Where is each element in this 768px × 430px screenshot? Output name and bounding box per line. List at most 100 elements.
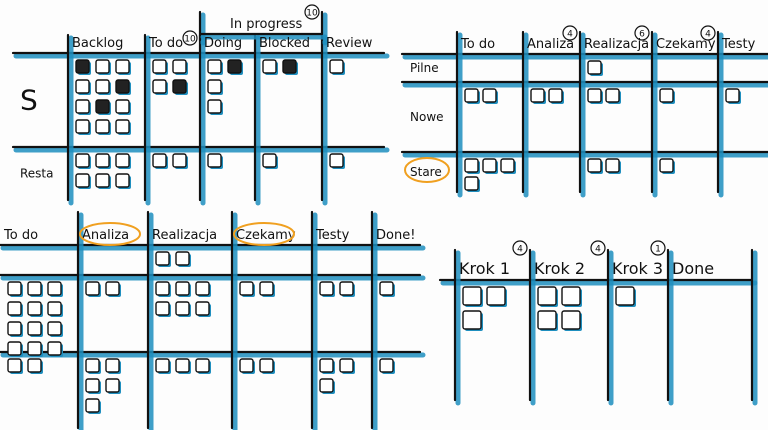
- task-card-body: [155, 358, 170, 373]
- task-card-body: [85, 358, 100, 373]
- task-card: [464, 176, 480, 192]
- row-label: Resta: [20, 167, 54, 181]
- task-card-body: [27, 341, 42, 356]
- task-card: [262, 59, 278, 75]
- task-card: [482, 88, 498, 104]
- wip-limit-badge: 4: [705, 30, 711, 40]
- task-card-body: [115, 59, 130, 74]
- task-card: [85, 358, 101, 374]
- task-card: [207, 59, 223, 75]
- task-card-body: [537, 310, 557, 330]
- wip-limit-badge: 4: [517, 245, 523, 255]
- column-header: To do: [3, 228, 38, 243]
- task-card: [172, 59, 188, 75]
- task-card-body: [659, 158, 674, 173]
- task-card-body: [537, 286, 557, 306]
- column-header: Done!: [376, 228, 415, 243]
- task-card: [155, 301, 171, 317]
- task-card-body: [482, 88, 497, 103]
- task-card: [486, 286, 507, 307]
- task-card: [95, 59, 111, 75]
- task-card-body: [85, 378, 100, 393]
- task-card-body: [530, 88, 545, 103]
- task-card: [152, 153, 168, 169]
- wip-limit-circle: [512, 240, 528, 256]
- task-card: [85, 398, 101, 414]
- task-card: [207, 99, 223, 115]
- task-card-body: [152, 79, 167, 94]
- task-card: [175, 301, 191, 317]
- task-card: [319, 358, 335, 374]
- task-card: [155, 358, 171, 374]
- task-card: [75, 119, 91, 135]
- task-card-body: [155, 281, 170, 296]
- highlight-circle: [233, 222, 295, 246]
- task-card-body: [27, 281, 42, 296]
- wip-limit-circle: [650, 240, 666, 256]
- task-card: [155, 251, 171, 267]
- task-card-body: [339, 281, 354, 296]
- task-card-body: [152, 153, 167, 168]
- task-card-body: [195, 301, 210, 316]
- task-card-body: [319, 358, 334, 373]
- task-card: [561, 286, 582, 307]
- row-label: Nowe: [410, 110, 444, 124]
- task-card: [195, 358, 211, 374]
- task-card-body: [115, 153, 130, 168]
- task-card-body: [239, 358, 254, 373]
- task-card: [27, 321, 43, 337]
- task-card-body: [95, 99, 110, 114]
- task-card-body: [605, 88, 620, 103]
- wip-limit-badge: 6: [639, 30, 645, 40]
- task-card-body: [379, 358, 394, 373]
- task-card-body: [379, 281, 394, 296]
- column-header: Testy: [721, 37, 756, 52]
- task-card: [464, 158, 480, 174]
- task-card: [27, 301, 43, 317]
- task-card: [482, 158, 498, 174]
- task-card: [175, 358, 191, 374]
- row-label: S: [20, 83, 38, 116]
- column-header: Krok 1: [459, 259, 510, 278]
- task-card: [227, 59, 243, 75]
- task-card-body: [259, 281, 274, 296]
- task-card-body: [195, 358, 210, 373]
- task-card: [587, 158, 603, 174]
- wip-limit-circle: [590, 240, 606, 256]
- task-card-body: [561, 310, 581, 330]
- column-header: Krok 3: [612, 259, 663, 278]
- task-card-body: [587, 60, 602, 75]
- task-card-body: [95, 173, 110, 188]
- task-card-body: [464, 88, 479, 103]
- task-card: [464, 88, 480, 104]
- task-card-body: [464, 176, 479, 191]
- task-card: [47, 321, 63, 337]
- wip-limit-circle: [562, 25, 578, 41]
- task-card-body: [95, 153, 110, 168]
- task-card: [95, 99, 111, 115]
- task-card-body: [47, 301, 62, 316]
- task-card-body: [339, 358, 354, 373]
- task-card-body: [605, 158, 620, 173]
- task-card-body: [587, 88, 602, 103]
- task-card: [115, 99, 131, 115]
- wip-limit-circle: [700, 25, 716, 41]
- task-card-body: [482, 158, 497, 173]
- task-card: [329, 59, 345, 75]
- task-card-body: [85, 281, 100, 296]
- task-card-body: [47, 281, 62, 296]
- task-card-body: [172, 153, 187, 168]
- task-card: [115, 119, 131, 135]
- task-card: [282, 59, 298, 75]
- task-card: [85, 281, 101, 297]
- row-label: Pilne: [410, 61, 439, 75]
- column-header: Review: [326, 36, 373, 51]
- task-card-body: [319, 378, 334, 393]
- task-card: [152, 59, 168, 75]
- highlight-circle: [79, 222, 141, 246]
